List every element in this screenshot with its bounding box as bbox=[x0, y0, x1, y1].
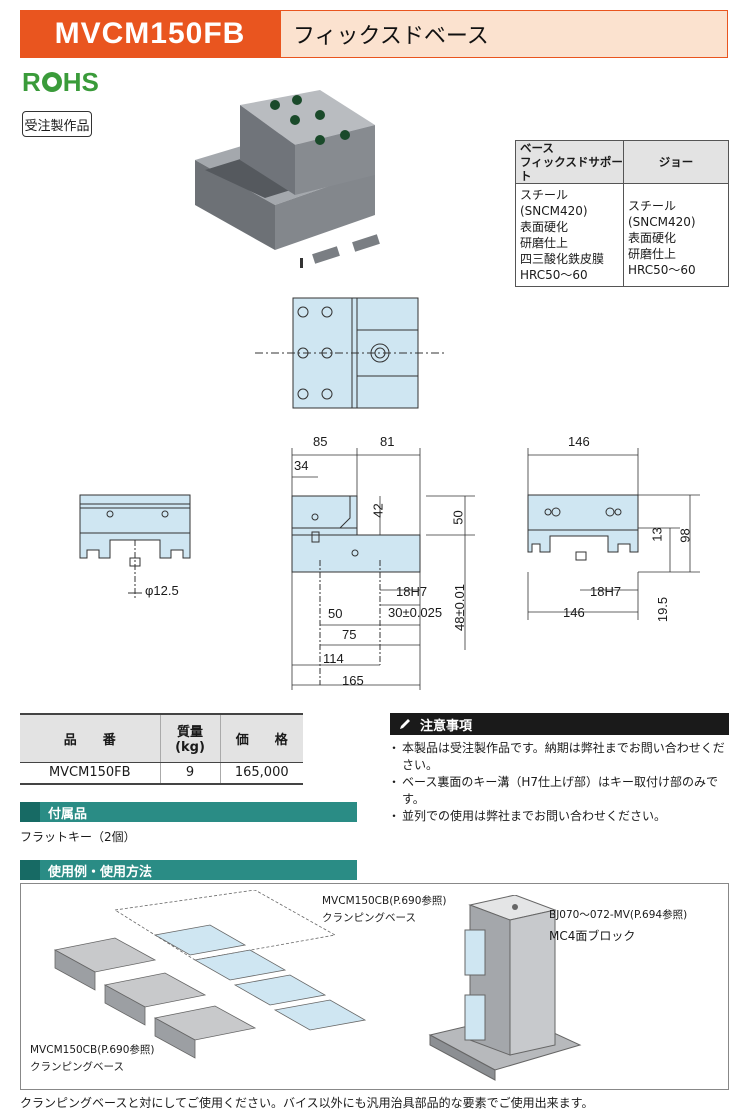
table-row: MVCM150FB 9 165,000 bbox=[20, 762, 303, 784]
product-name: フィックスドベース bbox=[280, 10, 728, 58]
dim-18h7-side: 18H7 bbox=[590, 584, 622, 599]
label-cb-bottom-2: クランピングベース bbox=[30, 1061, 124, 1073]
dim-98: 98 bbox=[677, 528, 693, 543]
dim-165: 165 bbox=[342, 673, 364, 688]
dim-19-5: 19.5 bbox=[655, 596, 671, 623]
material-jaw-cell: スチール(SNCM420) 表面硬化 研磨仕上 HRC50～60 bbox=[623, 183, 729, 287]
pencil-icon bbox=[400, 719, 410, 729]
spec-price: 165,000 bbox=[219, 762, 303, 784]
usage-header: 使用例・使用方法 bbox=[20, 860, 357, 880]
top-view-drawing bbox=[255, 297, 445, 409]
label-cb-bottom-1: MVCM150CB(P.690参照) bbox=[30, 1044, 155, 1056]
dim-146-top: 146 bbox=[568, 434, 590, 449]
dim-13: 13 bbox=[649, 527, 665, 542]
dim-30: 30±0.025 bbox=[388, 605, 443, 620]
usage-footer: クランピングベースと対にしてご使用ください。バイス以外にも汎用治具部品的な要素で… bbox=[20, 1096, 594, 1110]
dim-50-right: 50 bbox=[450, 510, 466, 525]
mc4-block-illustration bbox=[428, 895, 582, 1081]
dim-48: 48±0.01 bbox=[451, 584, 467, 631]
list-item: ベース裏面のキー溝（H7仕上げ部）はキー取付け部のみです。 bbox=[388, 774, 729, 808]
material-header-base: ベース フィックスドサポート bbox=[515, 140, 624, 184]
list-item: 本製品は受注製作品です。納期は弊社までお問い合わせください。 bbox=[388, 740, 729, 774]
notes-list: 本製品は受注製作品です。納期は弊社までお問い合わせください。 ベース裏面のキー溝… bbox=[388, 740, 729, 825]
side-view-drawing bbox=[527, 448, 700, 620]
spec-header-part: 品 番 bbox=[20, 714, 160, 763]
list-item: 並列での使用は弊社までお問い合わせください。 bbox=[388, 808, 729, 825]
spec-header-mass: 質量 (kg) bbox=[159, 714, 220, 763]
made-to-order-badge: 受注製作品 bbox=[22, 111, 92, 137]
model-title: MVCM150FB bbox=[20, 10, 280, 58]
label-cb-top-2: クランピングベース bbox=[322, 912, 416, 924]
material-table: ベース フィックスドサポート ジョー スチール(SNCM420) 表面硬化 研磨… bbox=[515, 140, 729, 287]
spec-header-price: 価 格 bbox=[219, 714, 303, 763]
material-header-jaw: ジョー bbox=[623, 140, 729, 184]
front-view-drawing bbox=[291, 448, 475, 690]
dim-50-bottom: 50 bbox=[328, 606, 343, 621]
dim-146-bottom: 146 bbox=[563, 605, 585, 620]
spec-part: MVCM150FB bbox=[48, 765, 131, 781]
label-bj-2: MC4面ブロック bbox=[549, 929, 636, 943]
dim-75: 75 bbox=[342, 627, 357, 642]
dim-85: 85 bbox=[313, 434, 328, 449]
dim-81: 81 bbox=[380, 434, 395, 449]
usage-illustration bbox=[53, 890, 367, 1059]
material-base-cell: スチール(SNCM420) 表面硬化 研磨仕上 四三酸化鉄皮膜 HRC50～60 bbox=[515, 183, 624, 287]
accessories-header: 付属品 bbox=[20, 802, 357, 822]
rohs-o-icon bbox=[41, 72, 62, 92]
left-view-drawing bbox=[79, 494, 191, 600]
notes-header: 注意事項 bbox=[390, 713, 729, 735]
product-photo bbox=[195, 90, 380, 268]
label-bj-1: BJ070～072-MV(P.694参照) bbox=[549, 909, 688, 921]
usage-panel bbox=[20, 883, 729, 1090]
spec-mass: 9 bbox=[159, 762, 220, 784]
spec-table: 品 番 質量 (kg) 価 格 MVCM150FB 9 165,000 bbox=[20, 713, 303, 785]
accessories-text: フラットキー（2個） bbox=[20, 830, 136, 844]
label-cb-top-1: MVCM150CB(P.690参照) bbox=[322, 895, 447, 907]
dim-34: 34 bbox=[294, 458, 309, 473]
dim-18h7-front: 18H7 bbox=[396, 584, 428, 599]
dim-phi: φ12.5 bbox=[145, 583, 179, 598]
dim-42: 42 bbox=[370, 503, 386, 518]
dim-114: 114 bbox=[323, 651, 344, 666]
